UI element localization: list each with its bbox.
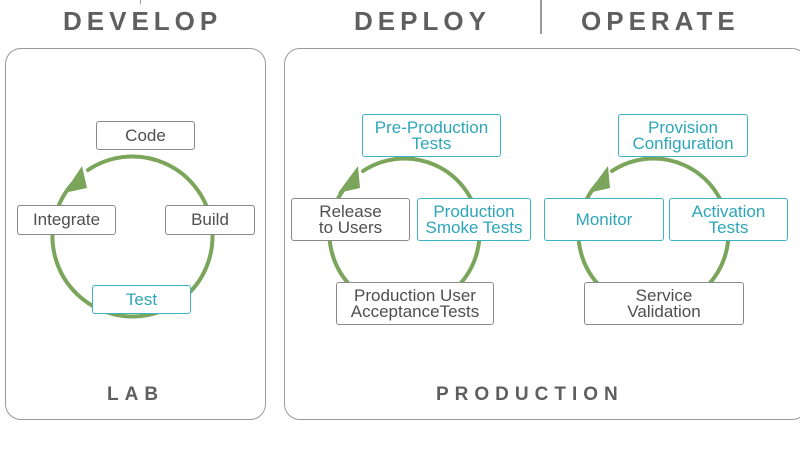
operate-heading: OPERATE: [581, 6, 740, 36]
develop-heading: DEVELOP: [63, 6, 223, 36]
production-smoke-tests-step: Production Smoke Tests: [417, 198, 531, 241]
build-step: Build: [165, 205, 255, 235]
production-user-acceptance-tests-step: Production User AcceptanceTests: [336, 282, 494, 325]
test-step: Test: [92, 285, 191, 314]
release-to-users-step: Release to Users: [291, 198, 410, 241]
integrate-step: Integrate: [17, 205, 116, 235]
deploy-cycle-arrowhead: [338, 166, 360, 193]
production-label: PRODUCTION: [436, 384, 624, 405]
deploy-heading: DEPLOY: [354, 6, 491, 36]
top-tick-mark: [140, 0, 141, 4]
lab-label: LAB: [107, 384, 165, 405]
provision-configuration-step: Provision Configuration: [618, 114, 748, 157]
develop-cycle-arrowhead: [64, 166, 87, 193]
operate-cycle-arrowhead: [588, 166, 610, 193]
activation-tests-step: Activation Tests: [669, 198, 788, 241]
pre-production-tests-step: Pre-Production Tests: [362, 114, 501, 157]
service-validation-step: Service Validation: [584, 282, 744, 325]
code-step: Code: [96, 121, 195, 150]
monitor-step: Monitor: [544, 198, 664, 241]
phase-divider: [540, 0, 542, 34]
